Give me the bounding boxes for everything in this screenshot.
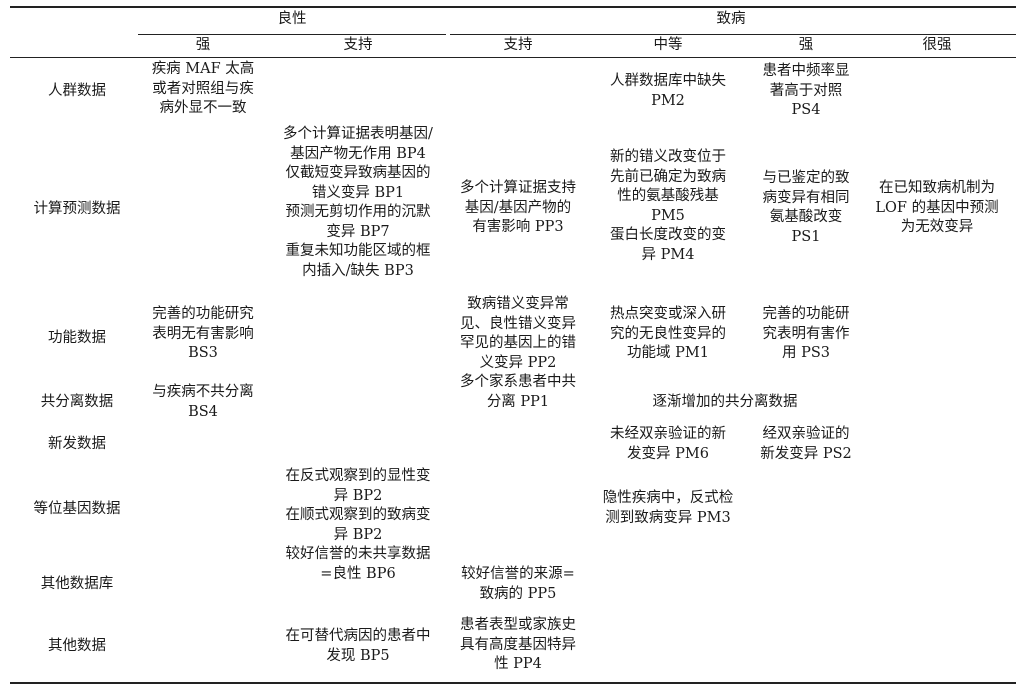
cell-pm5-pm4: 异 PM4 (641, 246, 695, 263)
cell-bp2-bp6: 在反式观察到的显性变 (285, 468, 431, 484)
cell-bp-comp: 仅截短变异致病基因的 (285, 165, 431, 181)
cell-pm1: 功能域 PM1 (627, 345, 709, 361)
top-rule (10, 6, 1016, 8)
bottom-rule (10, 682, 1016, 684)
subheader-pathogenic-supporting: 支持 (503, 37, 533, 53)
cell-ps1: 氨基酸改变 (769, 209, 843, 225)
cell-ps3: 究表明有害作 (762, 325, 850, 342)
cell-pm1: 究的无良性变异的 (610, 325, 726, 342)
cell-pp5: 致病的 PP5 (479, 585, 557, 602)
cell-bs4: 与疾病不共分离 (152, 384, 254, 400)
row-label: 其他数据 (48, 638, 106, 654)
subheader-pathogenic-moderate: 中等 (653, 37, 683, 53)
cell-pm5-pm4: 新的错义改变位于 (610, 149, 726, 165)
cell-bs1: 或者对照组与疾 (152, 80, 254, 97)
header-rule-benign (138, 34, 446, 35)
cell-bp2-bp6: =良性 BP6 (320, 565, 396, 582)
cell-pm5-pm4: 性的氨基酸残基 (617, 188, 719, 204)
cell-pp2-pp1: 义变异 PP2 (479, 354, 557, 371)
cell-bp-comp: 基因产物无作用 BP4 (290, 145, 426, 162)
cell-bs1: 疾病 MAF 太高 (151, 61, 255, 77)
header-pathogenic: 致病 (716, 11, 746, 27)
cell-ps3: 完善的功能研 (762, 306, 850, 322)
cell-pvs1: 在已知致病机制为 (879, 180, 995, 196)
row-label: 等位基因数据 (33, 501, 121, 517)
cell-bp-comp: 错义变异 BP1 (311, 184, 405, 201)
cell-pvs1: 为无效变异 (900, 219, 974, 235)
subheader-benign-strong: 强 (195, 37, 211, 53)
cell-pm1: 热点突变或深入研 (610, 306, 726, 322)
cell-pm5-pm4: 蛋白长度改变的变 (610, 227, 726, 243)
row-label: 共分离数据 (40, 394, 114, 410)
cell-pvs1: LOF 的基因中预测 (875, 199, 999, 216)
cell-bs3: BS3 (188, 345, 218, 361)
cell-pp4: 具有高度基因特异 (460, 636, 576, 653)
cell-ps1: 与已鉴定的致 (762, 170, 850, 186)
cell-pm3: 隐性疾病中，反式检 (602, 490, 734, 506)
cell-pp3: 多个计算证据支持 (460, 180, 576, 196)
cell-ps4: 著高于对照 (769, 82, 843, 99)
cell-pm6: 未经双亲验证的新 (610, 426, 726, 442)
cell-pp5: 较好信誉的来源= (461, 566, 575, 582)
row-label: 新发数据 (48, 436, 106, 452)
cell-pp2-pp1: 多个家系患者中共 (460, 374, 576, 390)
cell-bs1: 病外显不一致 (159, 100, 247, 116)
cell-pm5-pm4: 先前已确定为致病 (610, 168, 726, 185)
cell-pp2-pp1: 致病错义变异常 (467, 296, 569, 312)
subheader-benign-supporting: 支持 (343, 37, 373, 53)
cell-pm6: 发变异 PM6 (627, 445, 709, 462)
cell-bs3: 表明无有害影响 (152, 325, 254, 342)
cell-pp3: 有害影响 PP3 (472, 219, 564, 235)
row-label: 其他数据库 (40, 576, 114, 592)
row-label: 功能数据 (48, 330, 106, 346)
cell-ps4: PS4 (791, 102, 821, 118)
cell-pm5-pm4: PM5 (651, 207, 685, 224)
cell-bp2-bp6: 在顺式观察到的致病变 (285, 507, 431, 523)
cell-pp2-pp1: 见、良性错义变异 (460, 315, 576, 332)
cell-bp-comp: 内插入/缺失 BP3 (302, 262, 414, 279)
cell-ps1: PS1 (791, 228, 821, 245)
cell-ps1: 病变异有相同 (762, 189, 850, 206)
cell-pp2-pp1: 分离 PP1 (486, 393, 550, 410)
cell-pp2-pp1: 罕见的基因上的错 (460, 335, 576, 351)
cell-bp2-bp6: 异 BP2 (333, 487, 383, 504)
cell-bp5: 在可替代病因的患者中 (285, 628, 431, 644)
cell-ps4: 患者中频率显 (762, 63, 850, 79)
cell-ps2: 新发变异 PS2 (760, 445, 852, 462)
cell-bs3: 完善的功能研究 (152, 306, 254, 322)
header-bottom-rule (10, 57, 1016, 59)
cell-bp2-bp6: 异 BP2 (333, 526, 383, 543)
subheader-pathogenic-very-strong: 很强 (922, 37, 952, 53)
cell-pm3: 测到致病变异 PM3 (605, 509, 731, 526)
cell-pm2: PM2 (651, 92, 685, 109)
cell-bp-comp: 预测无剪切作用的沉默 (285, 204, 431, 220)
cell-bs4: BS4 (188, 403, 218, 420)
row-label: 人群数据 (48, 83, 106, 99)
cell-bp5: 发现 BP5 (326, 647, 390, 664)
subheader-pathogenic-strong: 强 (798, 37, 814, 53)
cell-bp2-bp6: 较好信誉的未共享数据 (285, 546, 431, 562)
cell-pm2: 人群数据库中缺失 (610, 73, 726, 89)
cell-pp4: 性 PP4 (494, 656, 542, 672)
cell-pp3: 基因/基因产物的 (464, 199, 572, 216)
cell-pp4: 患者表型或家族史 (460, 617, 576, 633)
cell-bp-comp: 多个计算证据表明基因/ (283, 126, 433, 142)
cell-bp-comp: 变异 BP7 (326, 223, 390, 240)
cell-bp-comp: 重复未知功能区域的框 (285, 243, 431, 259)
cell-coseg: 逐渐增加的共分离数据 (652, 394, 798, 410)
row-label: 计算预测数据 (33, 201, 121, 217)
header-rule-pathogenic (450, 34, 1016, 35)
header-benign: 良性 (277, 11, 307, 27)
cell-ps2: 经双亲验证的 (762, 426, 850, 442)
cell-ps3: 用 PS3 (781, 345, 831, 361)
